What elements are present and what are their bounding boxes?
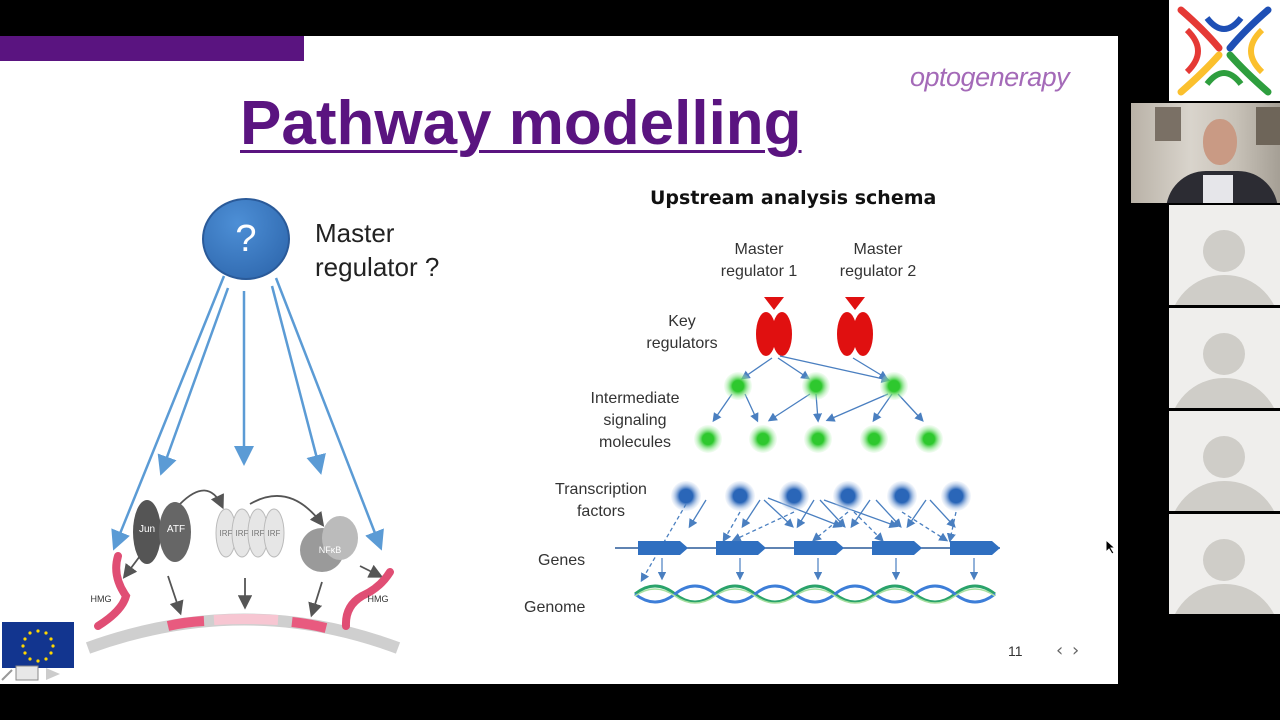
brand-logo-tile[interactable] bbox=[1169, 0, 1280, 101]
regulator-arrows bbox=[111, 275, 384, 551]
presenter-head bbox=[1203, 119, 1237, 165]
brand-x-logo-icon bbox=[1177, 6, 1272, 96]
slide-title: Pathway modelling bbox=[240, 89, 802, 158]
gene-blocks bbox=[638, 541, 1000, 555]
binding-site-3 bbox=[213, 614, 279, 625]
hmg-left bbox=[94, 552, 131, 630]
master2-line1: Master bbox=[853, 241, 903, 258]
presenter-video-tile[interactable] bbox=[1131, 103, 1280, 203]
genes-label: Genes bbox=[538, 552, 586, 569]
intermediate-label: Intermediate signaling molecules bbox=[580, 388, 690, 454]
irf-label-1: IRF bbox=[220, 529, 233, 538]
key-regulators-label: Key regulators bbox=[636, 311, 728, 355]
arrow-5 bbox=[274, 277, 384, 551]
inter-line1: Intermediate bbox=[590, 390, 680, 407]
key-line1: Key bbox=[668, 313, 696, 330]
master-label-line1: Master bbox=[315, 218, 395, 248]
nfkb-label: NFκB bbox=[319, 545, 342, 555]
master-label-line2: regulator ? bbox=[315, 252, 440, 282]
tf-nodes bbox=[671, 481, 971, 511]
inter-line2: signaling bbox=[603, 412, 667, 429]
hmg-right-label: HMG bbox=[368, 594, 389, 604]
slideshow-controls-icon[interactable] bbox=[0, 660, 70, 684]
question-mark: ? bbox=[235, 217, 257, 260]
participant-avatar-tile[interactable] bbox=[1169, 411, 1280, 511]
intermediate-nodes bbox=[694, 372, 943, 453]
schema-title: Upstream analysis schema bbox=[650, 187, 937, 209]
atf-label: ATF bbox=[167, 524, 185, 535]
master1-line1: Master bbox=[734, 241, 784, 258]
avatar-icon bbox=[1203, 436, 1245, 478]
master-regulator-1-label: Master regulator 1 bbox=[713, 239, 805, 283]
avatar-icon bbox=[1203, 230, 1245, 272]
mouse-cursor-icon bbox=[1105, 538, 1117, 559]
binding-site-1 bbox=[166, 616, 205, 631]
master1-line2: regulator 1 bbox=[720, 263, 798, 280]
binding-site-2 bbox=[291, 617, 328, 633]
genome-label: Genome bbox=[524, 599, 586, 616]
tf-line2: factors bbox=[576, 503, 625, 520]
hmg-right bbox=[341, 568, 394, 630]
atf-protein bbox=[159, 502, 191, 562]
avatar-icon bbox=[1203, 333, 1245, 375]
arrow-2 bbox=[157, 287, 230, 476]
master-regulator-2-label: Master regulator 2 bbox=[832, 239, 924, 283]
key-line2: regulators bbox=[646, 335, 718, 352]
master1-marker bbox=[764, 297, 784, 310]
master2-marker bbox=[845, 297, 865, 310]
slide-tools-icon bbox=[1, 665, 60, 681]
upstream-schema-diagram bbox=[615, 297, 1000, 604]
page-number: 11 bbox=[1008, 643, 1023, 659]
left-pathway-diagram: Jun ATF IRF IRF IRF IRF NFκB HMG HMG bbox=[85, 275, 401, 654]
jun-protein bbox=[133, 500, 161, 564]
genome-helix bbox=[634, 584, 996, 604]
next-slide-button[interactable]: › bbox=[1072, 640, 1080, 661]
irf-label-4: IRF bbox=[268, 529, 281, 538]
avatar-icon bbox=[1203, 539, 1245, 581]
participant-avatar-tile[interactable] bbox=[1169, 205, 1280, 305]
master-regulator-circle: ? bbox=[202, 198, 290, 280]
slide: Pathway modelling optogenerapy ? Master … bbox=[0, 36, 1118, 684]
hmg-left-label: HMG bbox=[91, 594, 112, 604]
master-regulator-label: Master regulator ? bbox=[315, 216, 439, 284]
header-accent-bar bbox=[0, 36, 304, 61]
tf-label: Transcription factors bbox=[546, 479, 656, 523]
key-regulators bbox=[756, 312, 873, 356]
master2-line2: regulator 2 bbox=[839, 263, 917, 280]
irf-label-3: IRF bbox=[252, 529, 265, 538]
jun-label: Jun bbox=[139, 524, 155, 535]
previous-slide-button[interactable]: ‹ bbox=[1056, 640, 1064, 661]
arrow-4 bbox=[270, 285, 326, 475]
inter-line3: molecules bbox=[598, 434, 672, 451]
project-logo: optogenerapy bbox=[910, 62, 1070, 92]
irf-label-2: IRF bbox=[236, 529, 249, 538]
participant-avatar-tile[interactable] bbox=[1169, 514, 1280, 614]
arrow-1 bbox=[111, 275, 226, 551]
eu-flag-logo bbox=[2, 622, 74, 668]
eu-stars-icon bbox=[21, 629, 55, 663]
participants-sidebar bbox=[1131, 0, 1280, 614]
participant-avatar-tile[interactable] bbox=[1169, 308, 1280, 408]
tf-line1: Transcription bbox=[555, 481, 647, 498]
